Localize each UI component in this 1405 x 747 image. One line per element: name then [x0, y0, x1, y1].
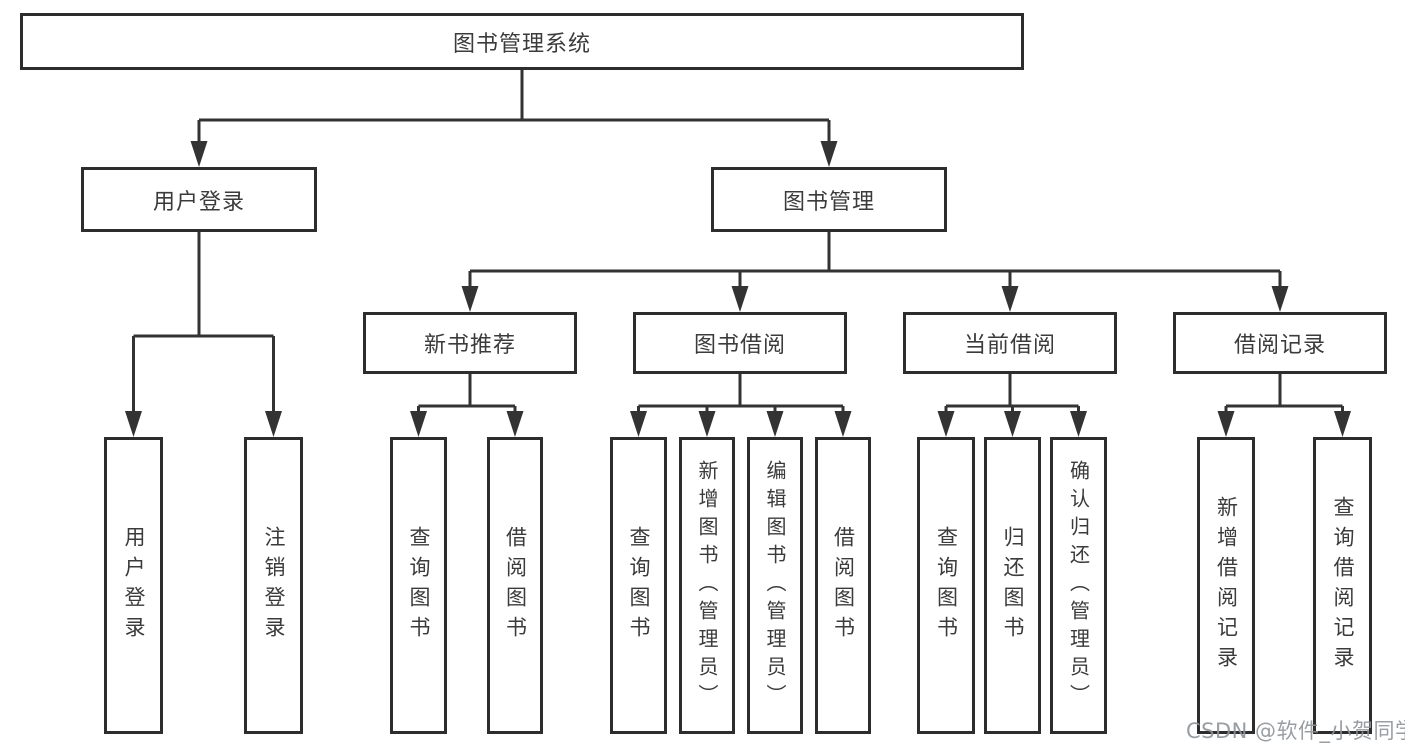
leaf-borrow-books: 借阅图书: [487, 437, 543, 734]
leaf-query-books: 查询图书: [917, 437, 975, 734]
node-library-management-system: 图书管理系统: [20, 13, 1024, 70]
csdn-watermark: CSDN @软件_小贺同学: [1186, 719, 1405, 743]
node-book-management: 图书管理: [711, 167, 947, 232]
leaf-confirm-return-admin: 确认归还（管理员）: [1050, 437, 1107, 734]
leaf-user-login: 用户登录: [104, 437, 163, 734]
leaf-edit-books-admin: 编辑图书（管理员）: [747, 437, 803, 734]
connector-user-login-children: [132, 232, 275, 416]
leaf-logout: 注销登录: [244, 437, 303, 734]
node-user-login: 用户登录: [81, 167, 317, 232]
connector-borrow-records-children: [1224, 374, 1344, 416]
leaf-query-borrow-record: 查询借阅记录: [1313, 437, 1372, 734]
node-book-borrow: 图书借阅: [633, 312, 847, 374]
connector-book-borrow-children: [637, 374, 845, 416]
leaf-add-borrow-record: 新增借阅记录: [1197, 437, 1255, 734]
leaf-return-books: 归还图书: [984, 437, 1041, 734]
node-borrow-records: 借阅记录: [1173, 312, 1387, 374]
leaf-borrow-books: 借阅图书: [815, 437, 871, 734]
connector-new-book-recommend-children: [417, 374, 517, 416]
leaf-query-books: 查询图书: [610, 437, 667, 734]
connector-current-borrow-children: [944, 374, 1080, 416]
connector-root-to-level2: [197, 70, 831, 146]
leaf-add-books-admin: 新增图书（管理员）: [679, 437, 735, 734]
node-current-borrow: 当前借阅: [903, 312, 1117, 374]
leaf-query-books: 查询图书: [390, 437, 447, 734]
node-new-book-recommend: 新书推荐: [363, 312, 577, 374]
arrowhead-icons: [125, 141, 1351, 437]
connector-book-management-children: [468, 232, 1282, 291]
